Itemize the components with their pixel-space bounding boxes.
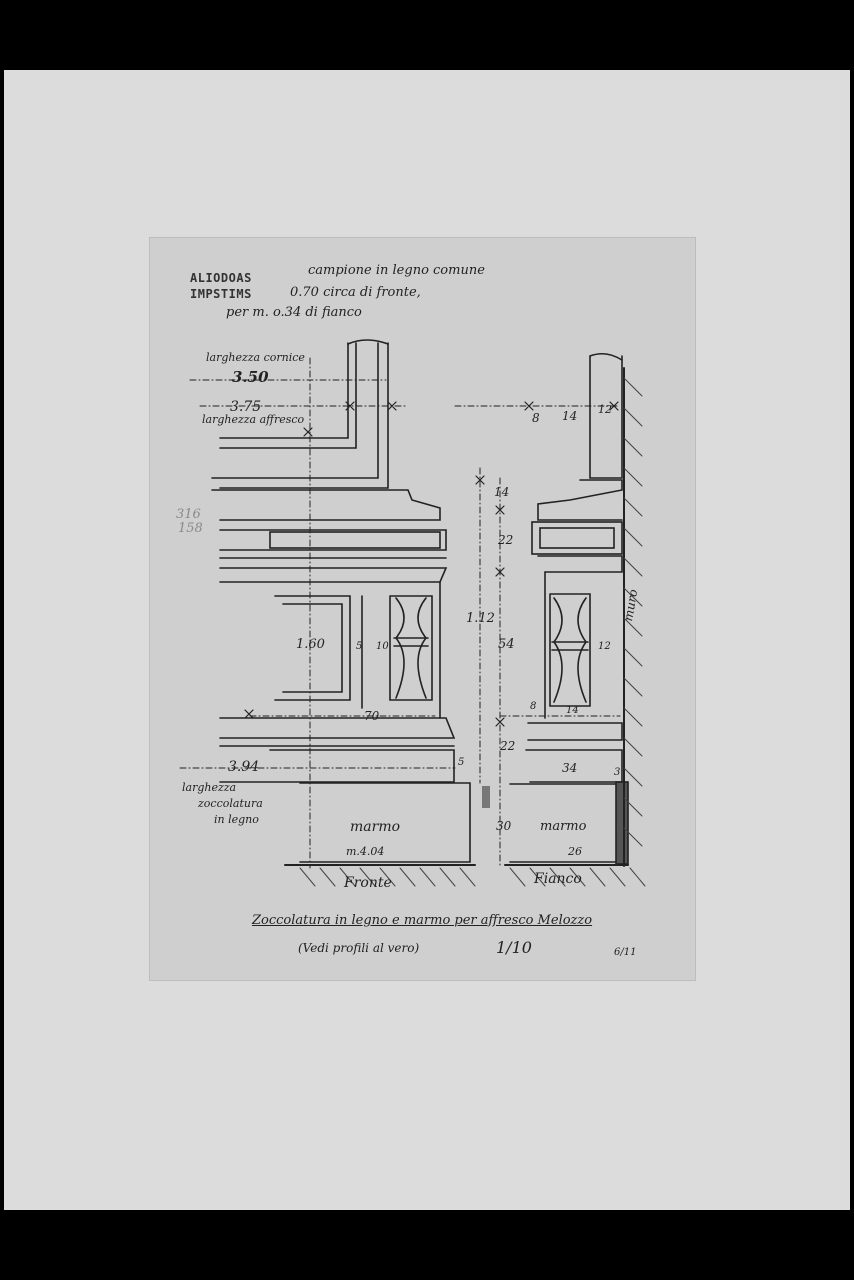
zoccolatura-label-1: larghezza xyxy=(182,781,237,794)
frame-middle-line xyxy=(219,342,357,449)
front-dim-5: 5 xyxy=(356,641,363,652)
frame-outer-line xyxy=(219,342,349,439)
front-dim-10: 10 xyxy=(376,641,389,652)
drawing-title: Zoccolatura in legno e marmo per affresc… xyxy=(252,913,593,928)
side-top-14: 14 xyxy=(562,409,578,423)
cornice-width-label: larghezza cornice xyxy=(206,351,305,364)
header-note-line-2: 0.70 circa di fronte, xyxy=(290,285,421,300)
center-dim-22a: 22 xyxy=(498,533,514,547)
side-marble-dim: 26 xyxy=(568,845,582,858)
side-dim-12: 12 xyxy=(598,641,611,652)
fresco-width-value: 3.75 xyxy=(230,399,262,415)
zoccolatura-width-value: 3.94 xyxy=(228,759,260,775)
fresco-width-label: larghezza affresco xyxy=(202,413,305,426)
side-top-12: 12 xyxy=(598,403,612,416)
front-marble-dim: m.4.04 xyxy=(346,845,385,858)
frame-inner-line xyxy=(211,342,379,479)
side-view-label: Fianco xyxy=(534,871,582,887)
pencil-note-2: 158 xyxy=(178,521,203,536)
front-dim-5b: 5 xyxy=(458,757,465,768)
front-marble-label: marmo xyxy=(350,819,401,835)
side-dim-14: 14 xyxy=(566,705,579,716)
zoccolatura-label-3: in legno xyxy=(214,813,259,826)
drawing-subtitle: (Vedi profili al vero) xyxy=(298,941,420,955)
front-height-value: 1.60 xyxy=(296,637,325,652)
drawing-sheet xyxy=(150,238,695,980)
zoccolatura-label-2: zoccolatura xyxy=(198,797,263,810)
drawing-scale: 1/10 xyxy=(496,938,532,957)
sheet-number: 6/11 xyxy=(614,947,637,958)
center-dim-14: 14 xyxy=(494,485,510,499)
header-note-line-1: campione in legno comune xyxy=(308,263,485,278)
side-dim-34: 34 xyxy=(562,761,578,775)
center-dim-54: 54 xyxy=(498,637,515,652)
header-note-line-3: per m. o.34 di fianco xyxy=(226,305,362,320)
center-dim-30: 30 xyxy=(496,819,512,833)
pencil-note-1: 316 xyxy=(176,507,201,522)
cornice-width-value: 3.50 xyxy=(232,368,269,386)
front-dim-70: 70 xyxy=(364,709,380,723)
front-view-label: Fronte xyxy=(344,875,392,891)
center-dim-8: 8 xyxy=(530,701,537,712)
center-dim-22b: 22 xyxy=(500,739,516,753)
stamp-line-2: IMPSTIMS xyxy=(190,287,252,301)
side-top-8: 8 xyxy=(532,411,540,425)
frame-inner-line-2 xyxy=(219,342,389,489)
side-dim-3: 3 xyxy=(614,767,621,778)
stamp-line-1: ALIODOAS xyxy=(190,271,252,285)
center-dim-total: 1.12 xyxy=(466,611,495,626)
side-marble-label: marmo xyxy=(540,819,587,834)
technical-drawing xyxy=(179,339,646,887)
